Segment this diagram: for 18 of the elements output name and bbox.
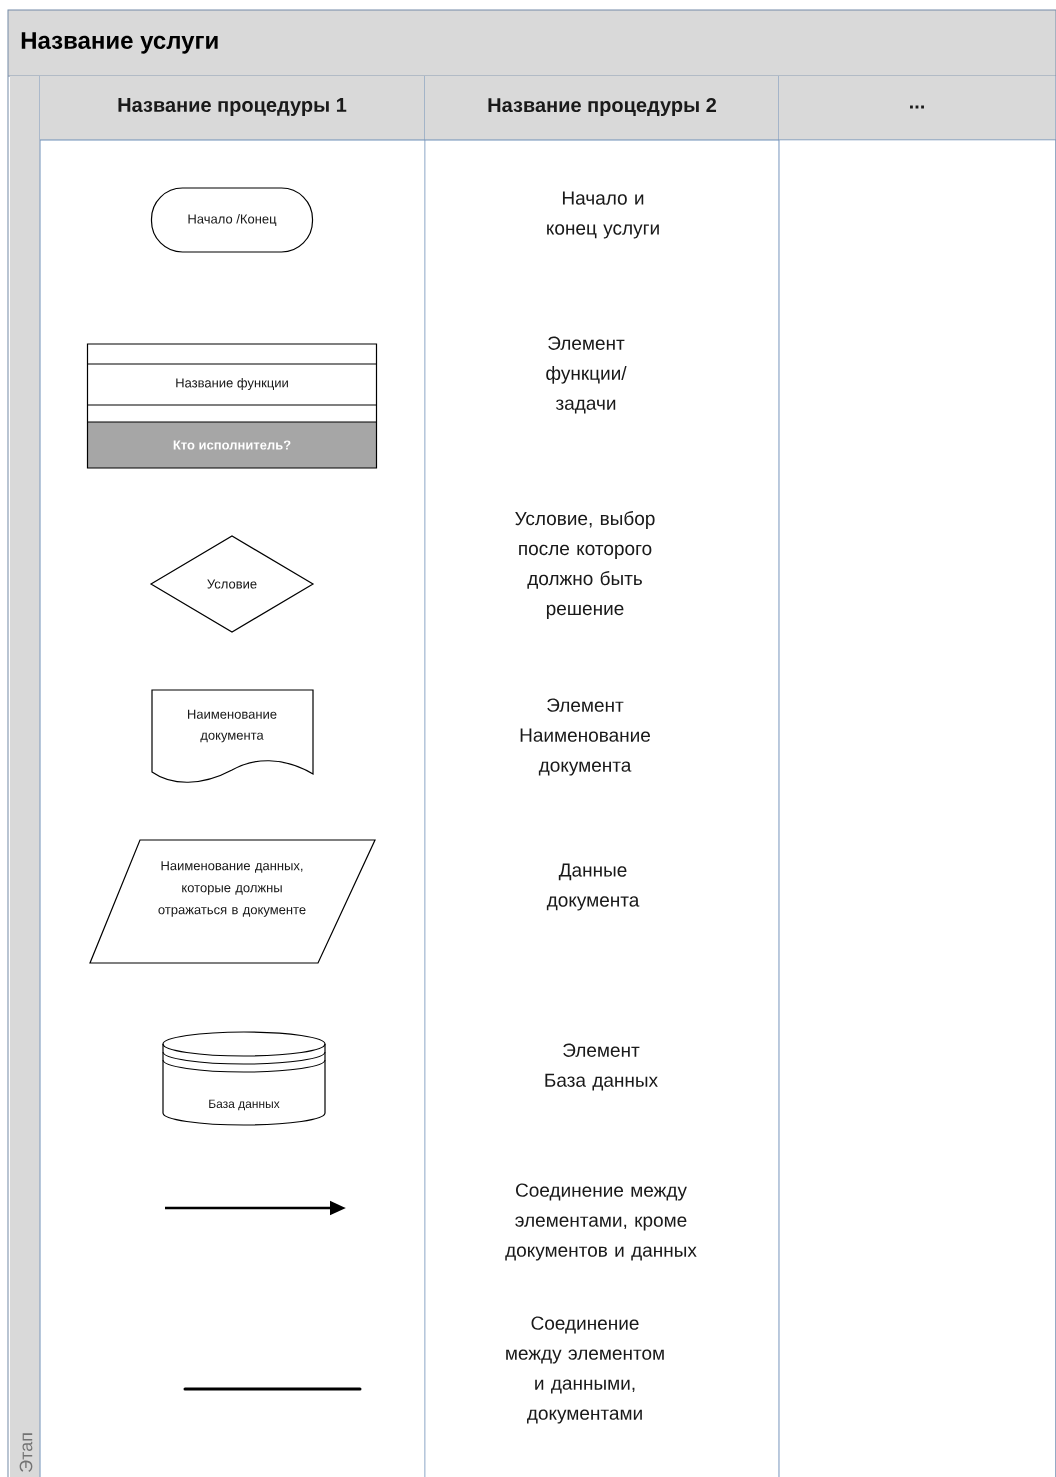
lane-header: ...	[778, 75, 1056, 1477]
description-text: Элемент функции/ задачи	[546, 336, 627, 414]
node-label: Название процедуры 1	[118, 98, 347, 116]
node-label: ...	[910, 105, 924, 109]
description-text: Соединение между элементами, кроме документов и данных	[505, 1183, 697, 1261]
description-text: Начало и конец услуги	[547, 191, 659, 239]
description-text: Соединение между элементом и данными, документами	[506, 1316, 664, 1424]
description-text: Элемент Наименование документа	[520, 698, 650, 776]
data-parallelogram: Наименование данных, которые должны отражаться в документе	[89, 839, 376, 964]
node-label: База данных	[209, 1099, 280, 1111]
description-text: Элемент База данных	[545, 1043, 658, 1091]
node-label: Название процедуры 2	[488, 97, 717, 117]
function-box: Название функции Кто исполнитель?	[86, 343, 378, 469]
database-cylinder: База данных	[162, 1031, 326, 1126]
stage-band: Этап	[10, 75, 41, 1477]
description-text: Условие, выбор после которого должно быть решение	[515, 511, 655, 619]
description-text: Данные документа	[546, 863, 640, 911]
node-label: Этап	[19, 1433, 33, 1472]
